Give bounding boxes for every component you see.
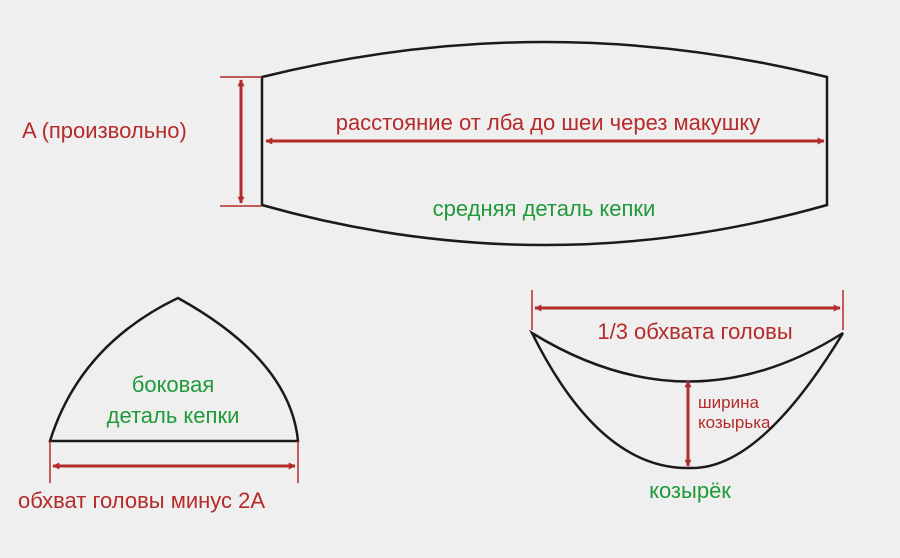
side-panel-name-line1: боковая: [131, 372, 215, 397]
visor-name: козырёк: [649, 478, 731, 503]
visor-outline: [528, 329, 845, 470]
visor-depth-label-line2: козырька: [698, 413, 771, 432]
visor-depth-label-line1: ширина: [698, 393, 759, 412]
length-label: расстояние от лба до шеи через макушку: [335, 110, 761, 135]
height-label: A (произвольно): [22, 118, 187, 143]
middle-panel-name: средняя деталь кепки: [432, 196, 656, 221]
side-panel-name-line2: деталь кепки: [106, 403, 240, 428]
side-panel-outline: [48, 296, 300, 443]
side-width-label: обхват головы минус 2А: [18, 488, 266, 513]
middle-panel-outline: [260, 40, 829, 247]
visor-width-label: 1/3 обхвата головы: [597, 319, 793, 344]
